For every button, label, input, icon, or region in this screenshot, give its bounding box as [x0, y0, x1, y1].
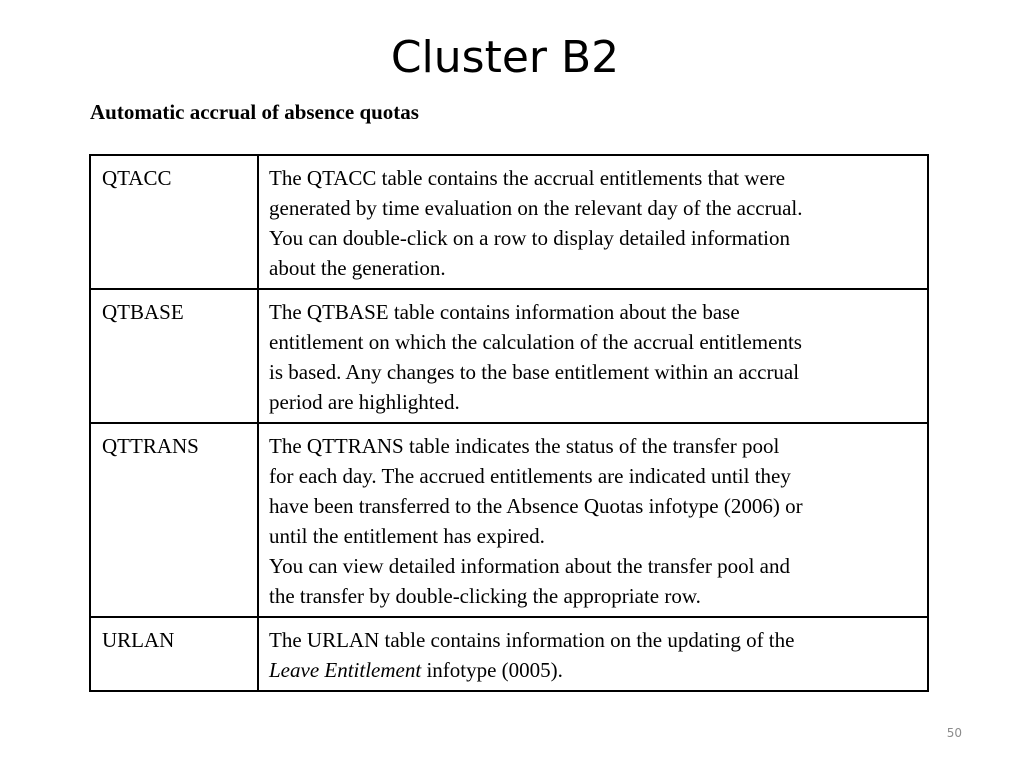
slide-title: Cluster B2	[390, 32, 620, 83]
description-cell: The QTBASE table contains information ab…	[258, 289, 928, 424]
description-line: You can view detailed information about …	[269, 554, 790, 578]
description-cell: The URLAN table contains information on …	[258, 617, 928, 691]
page-number: 50	[946, 726, 962, 740]
description-line: The URLAN table contains information on …	[269, 628, 795, 652]
description-line: The QTTRANS table indicates the status o…	[269, 434, 780, 458]
term-cell: QTACC	[90, 155, 259, 290]
description-line: generated by time evaluation on the rele…	[269, 196, 803, 220]
definition-table: QTACC The QTACC table contains the accru…	[89, 154, 929, 692]
description-text: infotype (0005).	[421, 658, 563, 682]
table-row: QTTRANS The QTTRANS table indicates the …	[90, 423, 928, 618]
term-cell: URLAN	[90, 617, 259, 691]
term-cell: QTBASE	[90, 289, 259, 424]
description-line: about the generation.	[269, 256, 446, 280]
italic-term: Leave Entitlement	[269, 658, 422, 682]
description-line: The QTBASE table contains information ab…	[269, 300, 740, 324]
description-line: entitlement on which the calculation of …	[269, 330, 802, 354]
description-line: for each day. The accrued entitlements a…	[269, 464, 791, 488]
description-line: Leave Entitlement infotype (0005).	[269, 655, 919, 685]
section-heading: Automatic accrual of absence quotas	[90, 100, 419, 124]
description-line: The QTACC table contains the accrual ent…	[269, 166, 786, 190]
description-line: have been transferred to the Absence Quo…	[269, 494, 803, 518]
table-row: URLAN The URLAN table contains informati…	[90, 617, 928, 691]
description-cell: The QTTRANS table indicates the status o…	[258, 423, 928, 618]
description-cell: The QTACC table contains the accrual ent…	[258, 155, 928, 290]
description-line: period are highlighted.	[269, 390, 460, 414]
description-line: the transfer by double-clicking the appr…	[269, 584, 701, 608]
table-row: QTACC The QTACC table contains the accru…	[90, 155, 928, 290]
term-cell: QTTRANS	[90, 423, 259, 618]
description-line: You can double-click on a row to display…	[269, 226, 791, 250]
description-line: is based. Any changes to the base entitl…	[269, 360, 800, 384]
description-line: until the entitlement has expired.	[269, 524, 545, 548]
table-row: QTBASE The QTBASE table contains informa…	[90, 289, 928, 424]
